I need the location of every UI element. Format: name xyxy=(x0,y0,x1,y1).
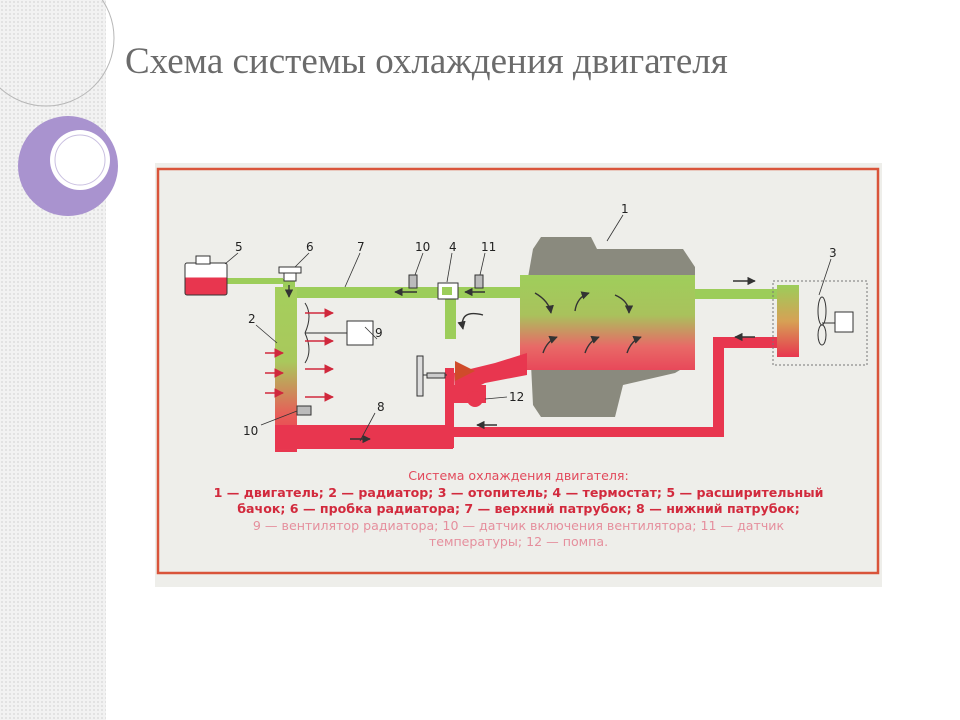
radiator-fan-icon xyxy=(304,302,374,364)
heater-core xyxy=(777,285,799,357)
heater-fan-icon xyxy=(817,296,854,346)
label-fan-switch-sensor-bottom: 10 xyxy=(243,424,258,438)
caption-line-4: температуры; 12 — помпа. xyxy=(428,534,609,549)
radiator-cap xyxy=(278,266,302,282)
label-water-pump: 12 xyxy=(509,390,524,404)
leader-lines xyxy=(224,214,832,442)
label-expansion-tank: 5 xyxy=(235,240,243,254)
label-radiator-fan: 9 xyxy=(375,326,383,340)
caption-title: Система охлаждения двигателя: xyxy=(408,468,629,483)
label-heater: 3 xyxy=(829,246,837,260)
airflow-arrows xyxy=(265,308,334,402)
caption-line-1: 1 — двигатель; 2 — радиатор; 3 — отопите… xyxy=(213,484,824,500)
label-temperature-sensor: 11 xyxy=(481,240,496,254)
label-lower-hose: 8 xyxy=(377,400,385,414)
fan-switch-sensor xyxy=(408,274,418,289)
caption-line-2: бачок; 6 — пробка радиатора; 7 — верхний… xyxy=(237,501,800,516)
label-radiator-cap: 6 xyxy=(306,240,314,254)
engine-coolant-jacket xyxy=(520,275,695,370)
cooling-system-diagram: 1 2 3 4 5 6 7 8 9 10 10 11 12 Система ох… xyxy=(155,163,882,587)
label-radiator: 2 xyxy=(248,312,256,326)
radiator xyxy=(275,287,297,452)
slide-decoration xyxy=(0,0,118,216)
fan-switch-sensor-radiator xyxy=(296,405,312,416)
diagram-border xyxy=(156,167,880,575)
label-thermostat: 4 xyxy=(449,240,457,254)
label-upper-hose: 7 xyxy=(357,240,365,254)
expansion-tank xyxy=(184,262,228,296)
flow-arrows xyxy=(284,276,756,444)
water-pump-impeller xyxy=(455,361,475,381)
label-engine: 1 xyxy=(621,202,629,216)
label-fan-switch-sensor-top: 10 xyxy=(415,240,430,254)
temperature-sensor xyxy=(474,274,484,289)
pump-pulley xyxy=(416,355,447,397)
heater-box xyxy=(772,280,868,366)
slide-title: Схема системы охлаждения двигателя xyxy=(125,41,728,82)
caption-line-3: 9 — вентилятор радиатора; 10 — датчик вк… xyxy=(252,517,785,533)
diagram-caption: Система охлаждения двигателя: 1 — двигат… xyxy=(155,468,882,551)
lower-hose xyxy=(275,425,453,449)
